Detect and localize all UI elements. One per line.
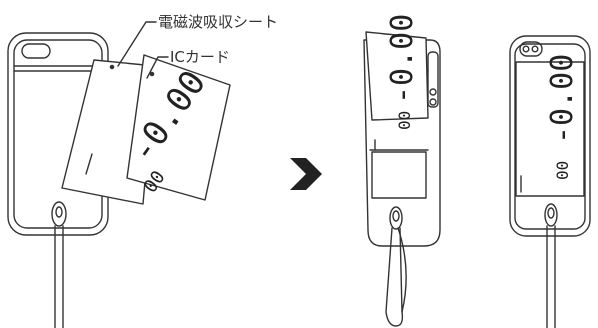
middle-strap-icon	[385, 206, 407, 327]
shield-sheet-label: 電磁波吸収シート	[158, 13, 278, 31]
right-strap-icon	[544, 203, 558, 328]
arrow-right-icon	[290, 158, 322, 190]
ic-card-icon: -0.00 00	[109, 54, 231, 201]
right-card-small: 00	[553, 161, 572, 180]
middle-phone-case: -0.00 00	[363, 14, 441, 327]
right-phone-case: -0.00 00	[509, 35, 591, 328]
left-strap-icon	[51, 201, 67, 328]
shield-sheet-leader	[117, 21, 157, 67]
right-card-balance: -0.00	[545, 54, 580, 144]
ic-card-leader	[146, 56, 169, 79]
middle-card-small: 00	[395, 111, 414, 130]
middle-card-balance: -0.00	[385, 14, 420, 104]
ic-card-label: ICカード	[170, 48, 230, 66]
